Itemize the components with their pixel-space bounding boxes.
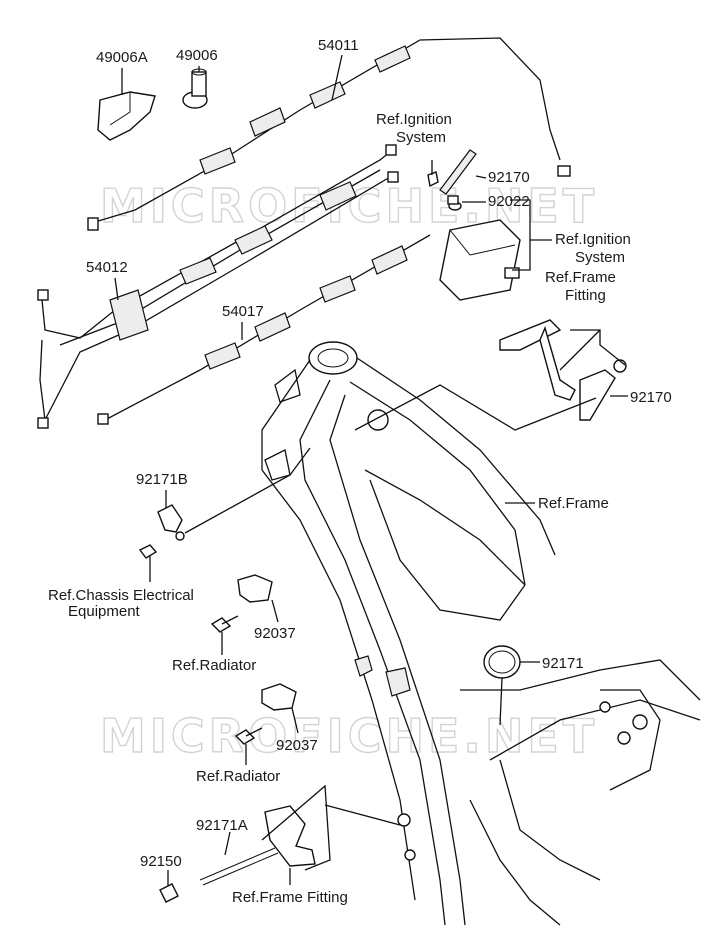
label-ref-chassis-a: Ref.Chassis Electrical	[48, 587, 194, 604]
label-92022: 92022	[488, 193, 530, 210]
label-92171A: 92171A	[196, 817, 248, 834]
label-92150: 92150	[140, 853, 182, 870]
clip-92171	[483, 645, 521, 679]
label-ref-chassis-b: Equipment	[68, 603, 141, 620]
part-49006	[182, 68, 208, 109]
leader-lines	[114, 54, 628, 886]
label-ref-radiator-b: Ref.Radiator	[196, 768, 280, 785]
label-92170-mid: 92170	[630, 389, 672, 406]
clamp-92037-b	[234, 683, 297, 745]
frame-fitting-bracket	[499, 319, 627, 421]
cable-54017	[97, 234, 431, 425]
frame-drawing	[261, 341, 701, 926]
label-92037-a: 92037	[254, 625, 296, 642]
label-54012: 54012	[86, 259, 128, 276]
label-ref-ignition-2b: System	[575, 249, 625, 266]
label-54011: 54011	[318, 37, 359, 54]
label-92171B: 92171B	[136, 471, 188, 488]
label-49006: 49006	[176, 47, 218, 64]
part-49006A	[97, 91, 156, 141]
label-92171: 92171	[542, 655, 584, 672]
cable-54012	[37, 144, 399, 429]
ignition-parts	[427, 149, 521, 301]
cable-54011	[87, 37, 571, 231]
label-54017: 54017	[222, 303, 264, 320]
watermark-bottom: MICROFICHE.NET	[100, 709, 598, 763]
label-ref-frame: Ref.Frame	[538, 495, 609, 512]
label-92037-b: 92037	[276, 737, 318, 754]
label-49006A: 49006A	[96, 49, 148, 66]
label-ref-radiator-a: Ref.Radiator	[172, 657, 256, 674]
label-ref-ignition-2a: Ref.Ignition	[555, 231, 631, 248]
label-ref-frame-fitting-1a: Ref.Frame	[545, 269, 616, 286]
clamp-92171B	[138, 504, 185, 559]
label-92170-top: 92170	[488, 169, 530, 186]
label-ref-ignition-1a: Ref.Ignition	[376, 111, 452, 128]
clamp-92037-a	[210, 574, 273, 633]
label-ref-ignition-1b: System	[396, 129, 446, 146]
label-ref-frame-fitting-2: Ref.Frame Fitting	[232, 889, 348, 906]
label-ref-frame-fitting-1b: Fitting	[565, 287, 606, 304]
